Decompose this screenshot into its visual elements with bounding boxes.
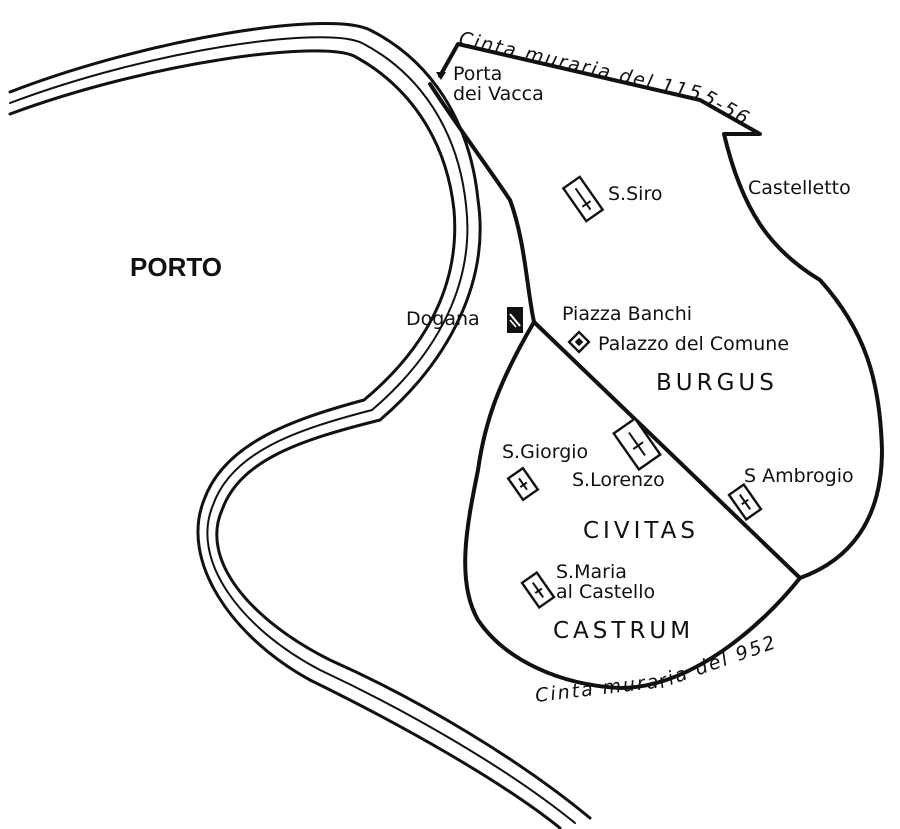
s-siro-label: S.Siro <box>608 183 662 205</box>
porta-vacca-label-1: Porta <box>453 63 502 85</box>
burgus-label: BURGUS <box>656 370 778 396</box>
church-icon <box>506 466 540 502</box>
dogana-label: Dogana <box>406 308 480 330</box>
civitas-label: CIVITAS <box>583 518 699 544</box>
burgus-civitas-boundary <box>532 320 802 580</box>
church-icon <box>612 416 662 472</box>
church-icon <box>520 570 556 610</box>
wall-952 <box>463 320 802 690</box>
customs-house-icon <box>507 307 523 333</box>
porta-vacca-label-2: dei Vacca <box>453 83 544 105</box>
church-icon <box>727 482 763 522</box>
castrum-label: CASTRUM <box>553 618 694 644</box>
west-burgus-wall <box>428 82 536 324</box>
s-lorenzo-label: S.Lorenzo <box>572 469 665 491</box>
palazzo-comune-label: Palazzo del Comune <box>598 333 789 355</box>
piazza-banchi-label: Piazza Banchi <box>562 303 692 325</box>
palace-icon <box>567 330 591 354</box>
s-maria-label-1: S.Maria <box>556 561 627 583</box>
castelletto-label: Castelletto <box>748 177 851 199</box>
harbor-coastline <box>8 22 592 829</box>
porto-label: PORTO <box>130 252 222 282</box>
s-giorgio-label: S.Giorgio <box>502 441 588 463</box>
gate-marker-icon <box>436 72 446 80</box>
s-maria-label-2: al Castello <box>556 581 655 603</box>
s-ambrogio-label: S Ambrogio <box>744 465 854 487</box>
church-icon <box>561 175 605 223</box>
wall-1155 <box>438 42 884 580</box>
